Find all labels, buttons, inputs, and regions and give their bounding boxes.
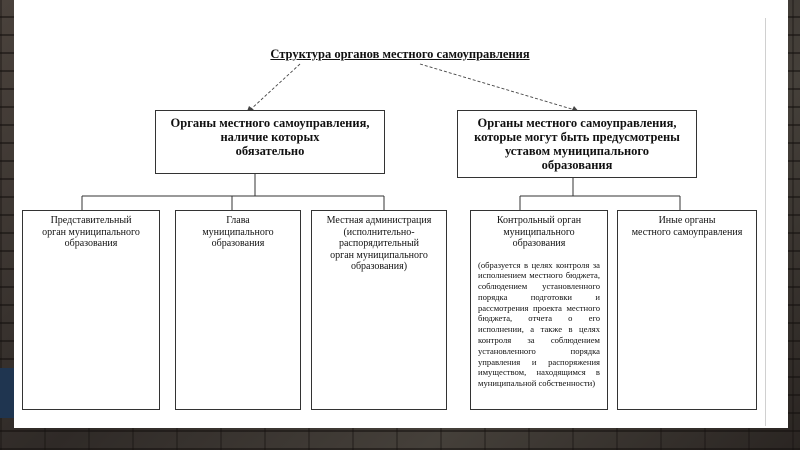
mandatory-line-1: Органы местного самоуправления,	[170, 116, 370, 130]
optional-line-2: которые могут быть предусмотрены	[474, 130, 680, 144]
head-line-2: муниципального	[202, 226, 274, 238]
arrow-to-optional	[419, 63, 576, 111]
head-line-1: Глава	[226, 215, 250, 226]
representative-body-box: Представительный орган муниципального об…	[22, 210, 160, 410]
head-line-3: образования	[211, 238, 265, 249]
control-body-note: (образуется в целях контроля за исполнен…	[478, 259, 600, 389]
control-line-2: муниципального	[503, 226, 575, 238]
administration-line-4: орган муниципального	[330, 249, 428, 261]
other-line-1: Иные органы	[658, 215, 716, 226]
optional-line-4: образования	[541, 158, 613, 172]
representative-line-2: орган муниципального	[42, 226, 140, 238]
mandatory-line-2: наличие которых	[220, 130, 320, 144]
diagram-title: Структура органов местного самоуправлени…	[270, 47, 530, 61]
optional-bodies-box: Органы местного самоуправления, которые …	[457, 110, 697, 178]
representative-line-3: образования	[64, 238, 118, 249]
representative-line-1: Представительный	[50, 215, 132, 226]
optional-line-1: Органы местного самоуправления,	[477, 116, 677, 130]
slide-frame-edge	[765, 18, 766, 426]
administration-line-1: Местная администрация	[326, 215, 432, 226]
administration-line-3: распорядительный	[338, 238, 420, 249]
blue-accent-strip	[0, 368, 14, 418]
control-line-1: Контрольный орган	[496, 215, 582, 226]
administration-line-2: (исполнительно-	[343, 226, 415, 238]
other-line-2: местного самоуправления	[631, 226, 743, 238]
mandatory-line-3: обязательно	[235, 144, 305, 158]
control-body-box: Контрольный орган муниципального образов…	[470, 210, 608, 410]
arrow-to-mandatory	[249, 63, 301, 111]
mandatory-bodies-box: Органы местного самоуправления, наличие …	[155, 110, 385, 174]
optional-line-3: уставом муниципального	[504, 144, 650, 158]
head-of-municipality-box: Глава муниципального образования	[175, 210, 301, 410]
local-administration-box: Местная администрация (исполнительно- ра…	[311, 210, 447, 410]
other-bodies-box: Иные органы местного самоуправления	[617, 210, 757, 410]
control-line-3: образования	[512, 238, 566, 249]
administration-line-5: образования)	[350, 261, 408, 272]
